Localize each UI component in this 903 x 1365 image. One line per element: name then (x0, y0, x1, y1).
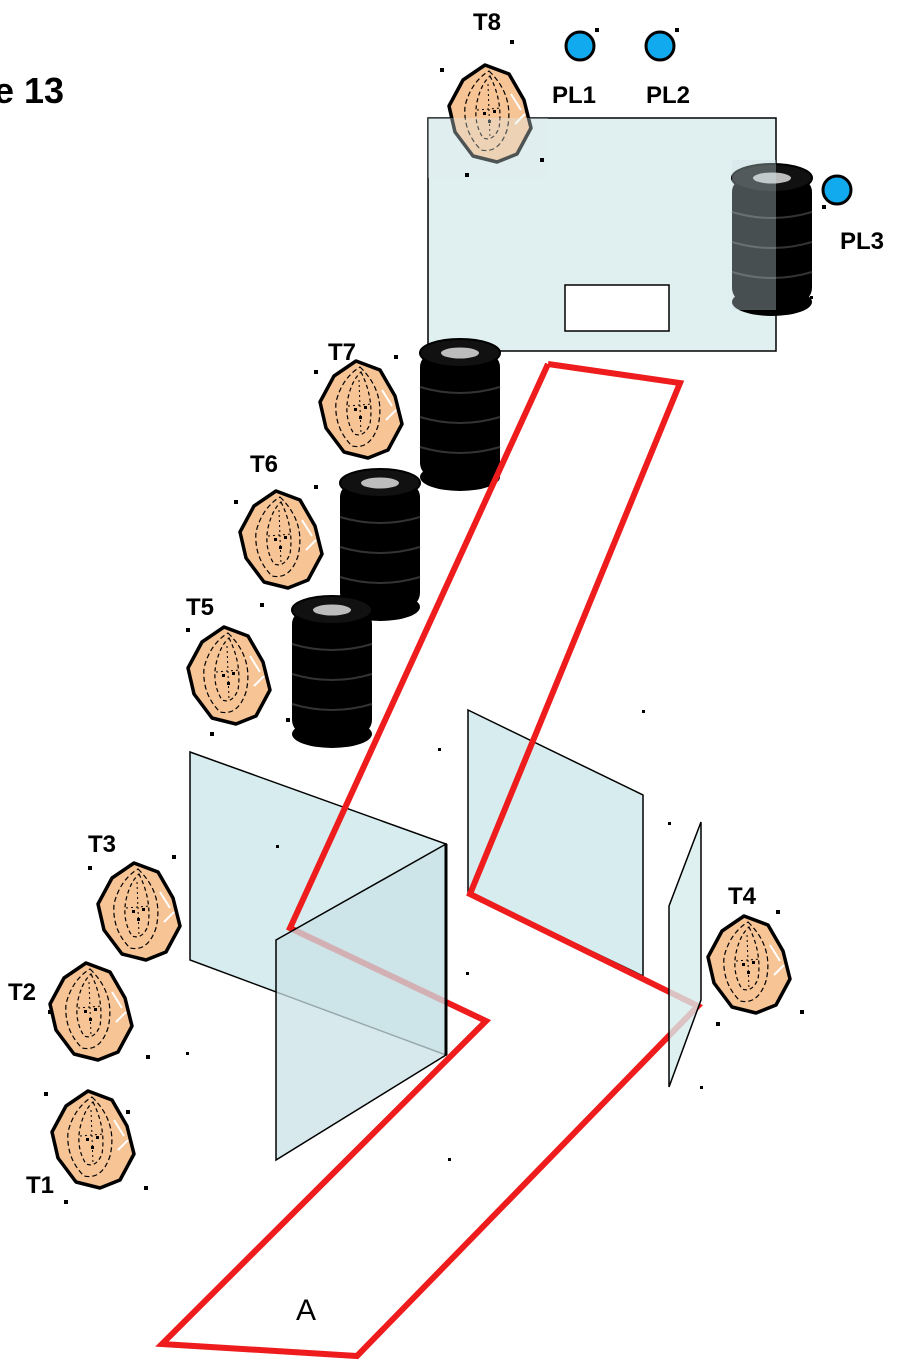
side-panel (668, 821, 702, 1088)
label-t6: T6 (250, 451, 278, 478)
target-t3 (96, 861, 182, 962)
target-t1 (50, 1089, 136, 1190)
page-title: e 13 (0, 70, 64, 111)
label-t4: T4 (728, 883, 757, 910)
scatter-specks (44, 28, 826, 1204)
label-t5: T5 (186, 594, 214, 621)
window-rect (564, 284, 670, 332)
pl1-light (564, 30, 596, 62)
tire-stack-t5 (291, 595, 373, 749)
label-t2: T2 (8, 979, 36, 1006)
label-t8: T8 (473, 9, 501, 36)
pl3-light (821, 174, 853, 206)
tire-stack-t7 (419, 338, 501, 492)
path-label-a: A (296, 1294, 316, 1327)
target-t6 (238, 489, 324, 590)
pl2-light (644, 30, 676, 62)
target-t5 (186, 625, 272, 726)
label-pl3: PL3 (840, 228, 884, 255)
target-t2 (48, 961, 134, 1062)
label-pl1: PL1 (552, 82, 596, 109)
label-t3: T3 (88, 831, 116, 858)
label-t1: T1 (26, 1172, 54, 1199)
label-t7: T7 (328, 339, 356, 366)
target-t7 (318, 359, 404, 460)
label-pl2: PL2 (646, 82, 690, 109)
target-t4 (706, 914, 792, 1015)
